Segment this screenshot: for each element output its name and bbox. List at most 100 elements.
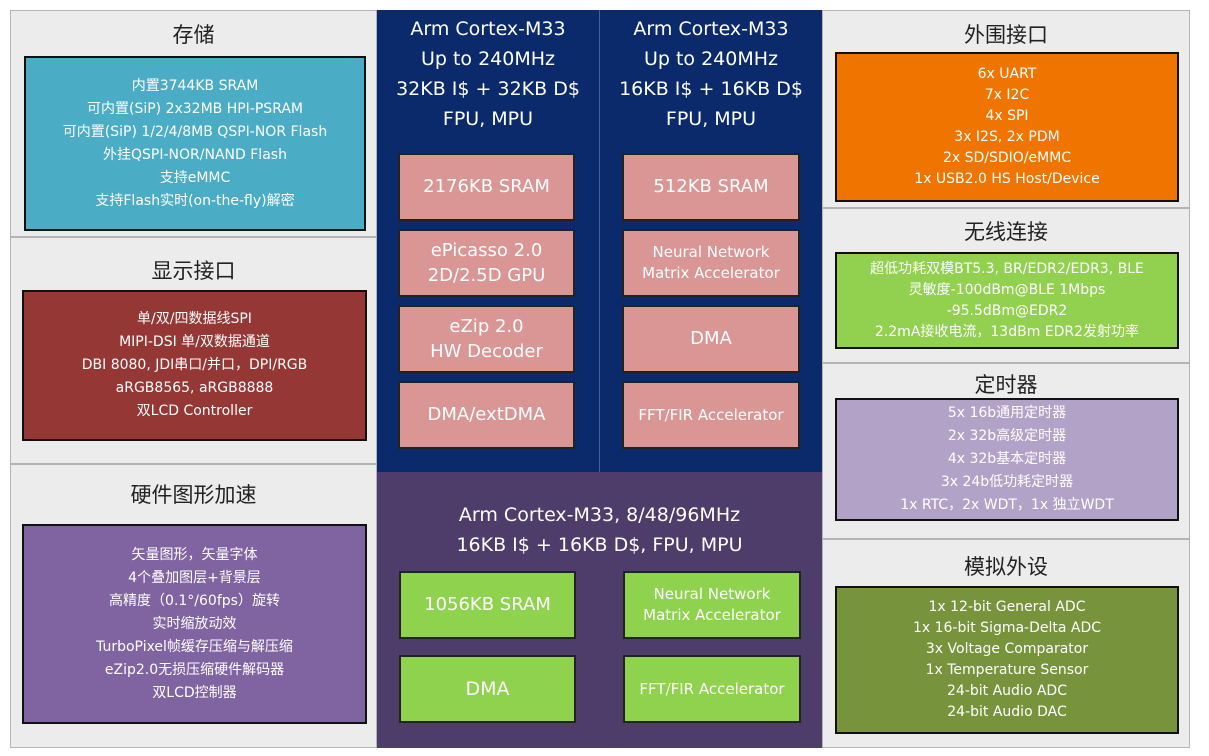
- graphics-line: TurboPixel帧缓存压缩与解压缩: [96, 638, 293, 655]
- core1-block-text: 2176KB SRAM: [423, 176, 550, 197]
- core3-block-text: Matrix Accelerator: [643, 606, 781, 624]
- core1-decoder-block: eZip 2.0 HW Decoder: [398, 305, 575, 373]
- core1-block-text: eZip 2.0: [449, 316, 524, 337]
- storage-line: 可内置(SiP) 1/2/4/8MB QSPI-NOR Flash: [62, 123, 328, 140]
- timers-title: 定时器: [974, 373, 1038, 397]
- core1-gpu-block: ePicasso 2.0 2D/2.5D GPU: [398, 229, 575, 297]
- storage-box: 内置3744KB SRAM 可内置(SiP) 2x32MB HPI-PSRAM …: [24, 56, 366, 231]
- timers-line: 1x RTC，2x WDT，1x 独立WDT: [900, 497, 1114, 513]
- core3-block-text: FFT/FIR Accelerator: [639, 680, 785, 698]
- graphics-line: eZip2.0无损压缩硬件解码器: [104, 661, 285, 678]
- analog-line: 24-bit Audio ADC: [947, 683, 1067, 699]
- core2-line: 16KB I$ + 16KB D$: [619, 78, 803, 100]
- storage-line: 支持Flash实时(on-the-fly)解密: [95, 192, 295, 209]
- display-title: 显示接口: [151, 259, 236, 283]
- graphics-box: 矢量图形，矢量字体 4个叠加图层+背景层 高精度（0.1°/60fps）旋转 实…: [22, 524, 367, 724]
- core1-line: Up to 240MHz: [420, 48, 556, 70]
- peripherals-panel: 外围接口 6x UART 7x I2C 4x SPI 3x I2S, 2x PD…: [822, 10, 1190, 208]
- core2-block-text: 512KB SRAM: [653, 176, 769, 197]
- peripherals-line: 1x USB2.0 HS Host/Device: [914, 171, 1100, 187]
- core2-line: Arm Cortex-M33: [633, 18, 789, 40]
- timers-line: 3x 24b低功耗定时器: [940, 474, 1074, 490]
- core2-line: FPU, MPU: [665, 108, 757, 130]
- core1-line: FPU, MPU: [442, 108, 534, 130]
- storage-line: 外挂QSPI-NOR/NAND Flash: [103, 146, 287, 163]
- storage-line: 内置3744KB SRAM: [131, 77, 259, 94]
- display-line: 双LCD Controller: [136, 403, 253, 419]
- core3-sram-block: 1056KB SRAM: [399, 571, 576, 639]
- graphics-panel: 硬件图形加速 矢量图形，矢量字体 4个叠加图层+背景层 高精度（0.1°/60f…: [10, 464, 377, 748]
- peripherals-line: 7x I2C: [984, 87, 1030, 103]
- display-line: 单/双/四数据线SPI: [137, 311, 252, 327]
- core2-panel: Arm Cortex-M33 Up to 240MHz 16KB I$ + 16…: [599, 10, 822, 472]
- timers-line: 5x 16b通用定时器: [947, 405, 1067, 421]
- analog-line: 1x Temperature Sensor: [925, 662, 1089, 678]
- core1-panel: Arm Cortex-M33 Up to 240MHz 32KB I$ + 32…: [377, 10, 599, 472]
- peripherals-line: 6x UART: [977, 66, 1037, 82]
- wireless-box: 超低功耗双模BT5.3, BR/EDR2/EDR3, BLE 灵敏度-100dB…: [835, 252, 1179, 349]
- core1-block-text: 2D/2.5D GPU: [427, 265, 546, 286]
- core3-dma-block: DMA: [399, 655, 576, 723]
- wireless-panel: 无线连接 超低功耗双模BT5.3, BR/EDR2/EDR3, BLE 灵敏度-…: [822, 208, 1190, 363]
- core3-block-text: Neural Network: [653, 585, 771, 603]
- analog-line: 1x 12-bit General ADC: [928, 599, 1086, 615]
- core2-npu-block: Neural Network Matrix Accelerator: [622, 229, 800, 297]
- core1-block-text: DMA/extDMA: [427, 404, 546, 425]
- display-line: MIPI-DSI 单/双数据通道: [119, 334, 270, 350]
- core1-line: 32KB I$ + 32KB D$: [396, 78, 580, 100]
- core3-line: Arm Cortex-M33, 8/48/96MHz: [458, 504, 741, 526]
- core2-line: Up to 240MHz: [643, 48, 779, 70]
- core2-block-text: DMA: [690, 328, 732, 349]
- peripherals-line: 2x SD/SDIO/eMMC: [942, 150, 1072, 166]
- core1-block-text: HW Decoder: [430, 341, 543, 362]
- analog-box: 1x 12-bit General ADC 1x 16-bit Sigma-De…: [835, 586, 1179, 734]
- graphics-line: 4个叠加图层+背景层: [128, 569, 261, 586]
- analog-line: 3x Voltage Comparator: [925, 641, 1089, 657]
- graphics-line: 高精度（0.1°/60fps）旋转: [109, 592, 280, 609]
- graphics-line: 双LCD控制器: [152, 684, 237, 701]
- analog-panel: 模拟外设 1x 12-bit General ADC 1x 16-bit Sig…: [822, 539, 1190, 748]
- graphics-line: 实时缩放动效: [152, 615, 237, 632]
- core3-block-text: DMA: [465, 678, 510, 700]
- core3-fft-block: FFT/FIR Accelerator: [623, 655, 801, 723]
- core3-block-text: 1056KB SRAM: [424, 594, 551, 615]
- display-line: aRGB8565, aRGB8888: [115, 380, 274, 396]
- graphics-title: 硬件图形加速: [130, 483, 257, 507]
- peripherals-box: 6x UART 7x I2C 4x SPI 3x I2S, 2x PDM 2x …: [835, 52, 1179, 202]
- core1-dma-block: DMA/extDMA: [398, 381, 575, 449]
- graphics-line: 矢量图形，矢量字体: [131, 546, 258, 563]
- wireless-title: 无线连接: [964, 220, 1048, 244]
- core1-sram-block: 2176KB SRAM: [398, 153, 575, 221]
- analog-line: 24-bit Audio DAC: [947, 704, 1067, 720]
- wireless-line: 2.2mA接收电流，13dBm EDR2发射功率: [874, 323, 1140, 340]
- core2-fft-block: FFT/FIR Accelerator: [622, 381, 800, 449]
- core3-panel: Arm Cortex-M33, 8/48/96MHz 16KB I$ + 16K…: [377, 472, 822, 748]
- timers-box: 5x 16b通用定时器 2x 32b高级定时器 4x 32b基本定时器 3x 2…: [835, 398, 1179, 521]
- display-line: DBI 8080, JDI串口/并口，DPI/RGB: [81, 357, 308, 373]
- core2-dma-block: DMA: [622, 305, 800, 373]
- core3-npu-block: Neural Network Matrix Accelerator: [623, 571, 801, 639]
- storage-line: 可内置(SiP) 2x32MB HPI-PSRAM: [86, 100, 304, 117]
- core2-block-text: Matrix Accelerator: [642, 264, 780, 282]
- peripherals-line: 4x SPI: [985, 108, 1029, 124]
- core2-sram-block: 512KB SRAM: [622, 153, 800, 221]
- wireless-line: 超低功耗双模BT5.3, BR/EDR2/EDR3, BLE: [870, 260, 1144, 277]
- peripherals-title: 外围接口: [964, 23, 1048, 47]
- peripherals-line: 3x I2S, 2x PDM: [954, 129, 1060, 145]
- analog-title: 模拟外设: [964, 555, 1048, 579]
- core2-block-text: FFT/FIR Accelerator: [638, 406, 784, 424]
- display-box: 单/双/四数据线SPI MIPI-DSI 单/双数据通道 DBI 8080, J…: [22, 290, 367, 441]
- core1-block-text: ePicasso 2.0: [430, 240, 543, 261]
- storage-panel: 存储 内置3744KB SRAM 可内置(SiP) 2x32MB HPI-PSR…: [10, 10, 377, 237]
- display-panel: 显示接口 单/双/四数据线SPI MIPI-DSI 单/双数据通道 DBI 80…: [10, 237, 377, 464]
- timers-line: 2x 32b高级定时器: [947, 428, 1067, 444]
- wireless-line: 灵敏度-100dBm@BLE 1Mbps: [908, 281, 1106, 298]
- core3-line: 16KB I$ + 16KB D$, FPU, MPU: [456, 534, 743, 556]
- core1-line: Arm Cortex-M33: [410, 18, 566, 40]
- storage-title: 存储: [172, 23, 215, 47]
- analog-line: 1x 16-bit Sigma-Delta ADC: [912, 620, 1102, 636]
- wireless-line: -95.5dBm@EDR2: [946, 302, 1068, 319]
- timers-panel: 定时器 5x 16b通用定时器 2x 32b高级定时器 4x 32b基本定时器 …: [822, 363, 1190, 539]
- timers-line: 4x 32b基本定时器: [947, 451, 1067, 467]
- storage-line: 支持eMMC: [159, 169, 231, 186]
